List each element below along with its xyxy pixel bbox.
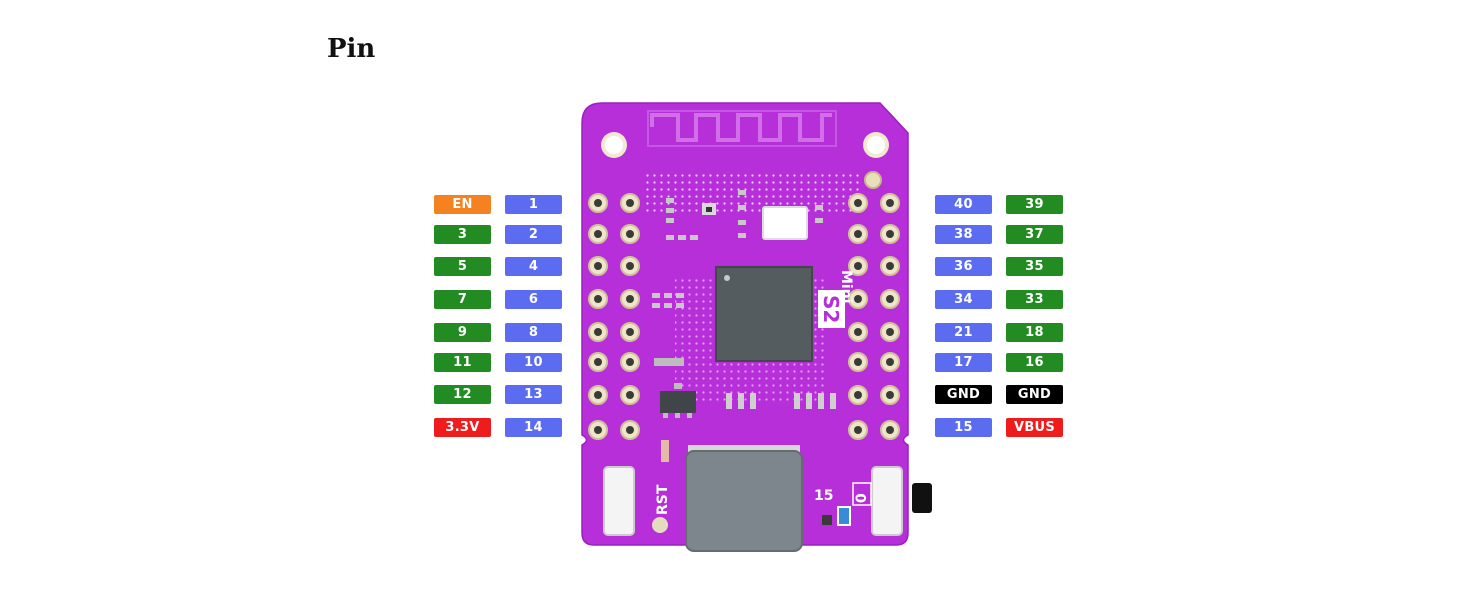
pin-label-right-outer-5: 18	[1006, 323, 1063, 342]
pin-label-left-outer-7: 12	[434, 385, 491, 404]
led-indicator	[837, 506, 851, 526]
antenna-trace	[650, 113, 832, 142]
pin-label-right-inner-2: 38	[935, 225, 992, 244]
board-model-badge	[818, 290, 845, 328]
header-pins-left	[588, 193, 640, 440]
header-pins-right	[848, 193, 900, 440]
pin-label-left-inner-8: 14	[505, 418, 562, 437]
pin-label-left-inner-2: 2	[505, 225, 562, 244]
pin-label-left-outer-5: 9	[434, 323, 491, 342]
boot-button[interactable]	[871, 466, 903, 536]
chip-pin1-marker	[724, 275, 730, 281]
boot-button-cap	[912, 483, 932, 513]
pin-label-gnd-outer: GND	[1006, 385, 1063, 404]
pin-label-left-inner-1: 1	[505, 195, 562, 214]
pin-label-left-outer-2: 3	[434, 225, 491, 244]
pin-label-right-outer-4: 33	[1006, 290, 1063, 309]
s2-mini-board: Mini S2 RST 15 0	[581, 102, 932, 552]
pin-label-right-outer-1: 39	[1006, 195, 1063, 214]
test-pad	[864, 171, 882, 189]
pin-label-vbus: VBUS	[1006, 418, 1063, 437]
pin-label-right-outer-2: 37	[1006, 225, 1063, 244]
silk-box-0	[852, 482, 872, 506]
pin-label-left-inner-6: 10	[505, 353, 562, 372]
pin-label-left-inner-5: 8	[505, 323, 562, 342]
pin-label-right-inner-3: 36	[935, 257, 992, 276]
pin-label-left-inner-4: 6	[505, 290, 562, 309]
resistor	[661, 440, 669, 462]
pin-label-right-inner-5: 21	[935, 323, 992, 342]
pin-label-left-inner-7: 13	[505, 385, 562, 404]
pin-label-gnd-inner: GND	[935, 385, 992, 404]
mounting-hole-left-inner	[605, 136, 623, 154]
silk-label-rst: RST	[655, 484, 671, 515]
pin-label-right-outer-6: 16	[1006, 353, 1063, 372]
voltage-regulator	[660, 391, 696, 413]
page-title: Pin	[327, 34, 376, 64]
pin-label-left-inner-3: 4	[505, 257, 562, 276]
pin-label-3v3: 3.3V	[434, 418, 491, 437]
antenna-outline	[647, 110, 837, 147]
pin-label-right-inner-8: 15	[935, 418, 992, 437]
rst-button[interactable]	[603, 466, 635, 536]
mounting-pad-bottom	[652, 517, 668, 533]
pin-label-right-inner-4: 34	[935, 290, 992, 309]
pin-label-left-outer-4: 7	[434, 290, 491, 309]
smd-diode	[822, 515, 832, 525]
pin-label-left-outer-6: 11	[434, 353, 491, 372]
smd-components-left	[652, 293, 696, 418]
pin-label-en: EN	[434, 195, 491, 214]
mounting-hole-right-inner	[867, 136, 885, 154]
smd-components-top	[666, 190, 823, 240]
crystal-module	[762, 206, 808, 240]
pin-label-right-inner-1: 40	[935, 195, 992, 214]
smd-components-bottom	[661, 393, 836, 462]
pin-label-left-outer-3: 5	[434, 257, 491, 276]
via-field-top	[645, 173, 860, 213]
silk-label-15: 15	[814, 488, 833, 504]
pin-label-right-inner-6: 17	[935, 353, 992, 372]
board-model: S2	[819, 295, 843, 323]
esp32-s2-chip	[715, 266, 813, 362]
silk-label-0: 0	[854, 493, 870, 503]
usb-c-connector[interactable]	[685, 450, 803, 552]
pin-label-right-outer-3: 35	[1006, 257, 1063, 276]
